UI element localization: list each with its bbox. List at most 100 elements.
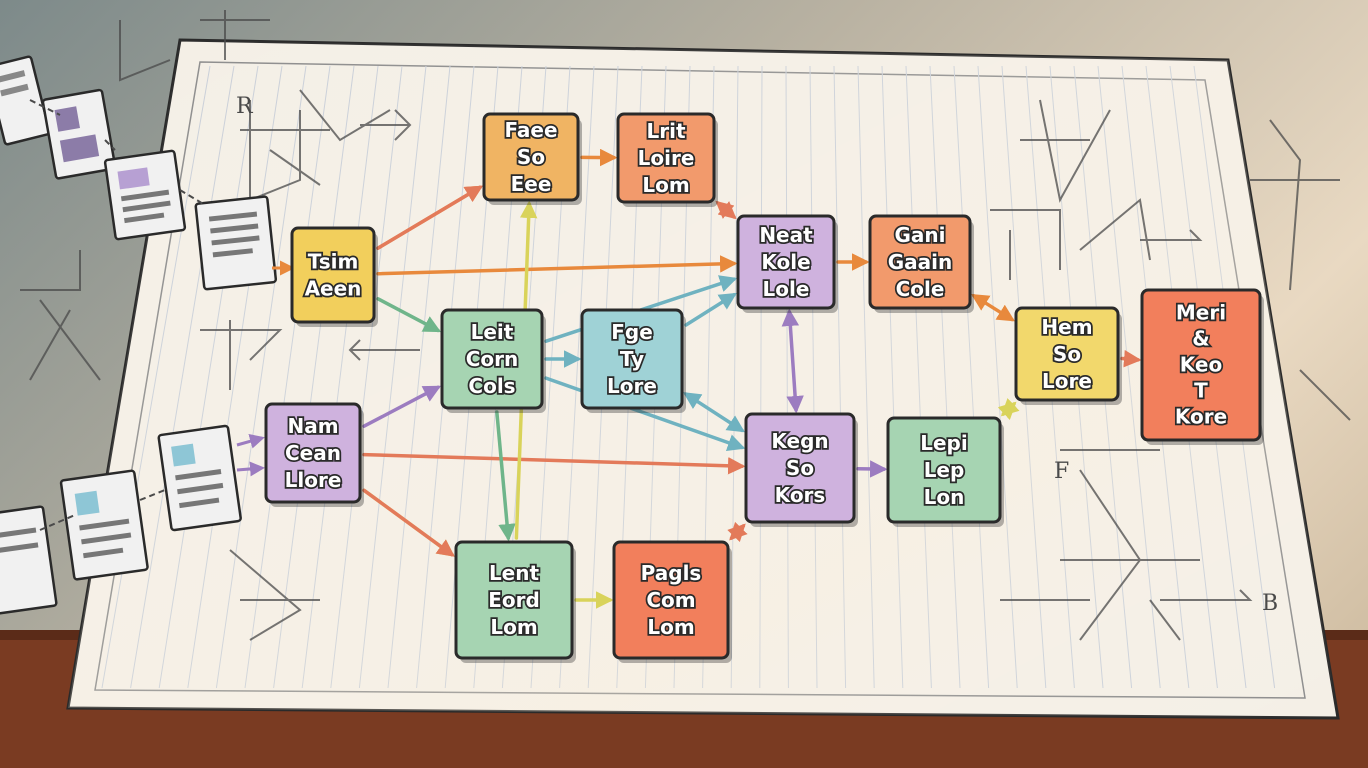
edge-n10-n11 [362,452,746,475]
node-label-line: Lrit [646,119,685,143]
document-flow-arrows [29,99,206,531]
node-label-line: Corn [466,347,519,371]
edge-n3-n11 [781,308,804,414]
node-label-line: Lep [924,458,965,482]
node-label-line: Kegn [771,429,828,453]
edges [362,148,1142,609]
node-label-line: Faee [504,118,557,142]
node-label-line: & [1192,327,1209,351]
node-label-line: Fge [611,320,653,344]
node-label-line: Kors [775,483,826,507]
node-label-line: T [1194,379,1208,403]
document-stack-top [0,55,278,291]
node-box [454,540,574,660]
node-label-line: Neat [759,223,813,247]
edge-n8-n9 [1120,349,1142,368]
node-label-line: Hem [1041,315,1092,339]
node-box [290,226,376,324]
node-label-line: Lon [924,485,965,509]
node-label-line: Gaain [888,250,953,274]
node-label-line: Lom [642,173,689,197]
node-label-line: Keo [1180,353,1222,377]
node-label-line: Lole [763,277,810,301]
node-label-line: Lore [607,374,657,398]
node-box [736,214,836,310]
node-label-line: Lent [489,561,540,585]
document-to-node-arrows [236,260,295,477]
document-icon [0,505,58,615]
nodes: FaeeSoEeeLritLoireLomNeatKoleLoleGaniGaa… [264,112,1264,663]
node-label-line: Lom [490,615,537,639]
edge-n5-n3 [376,255,738,276]
node-label-line: Eord [488,588,540,612]
node-label-line: Cole [896,277,945,301]
node-label-line: Llore [285,468,342,492]
edge-n12-n8 [997,398,1020,420]
node-label-line: Tsim [308,249,359,273]
node-label-line: Kore [1175,405,1227,429]
node-label-line: Ty [620,347,644,371]
node-box [1140,288,1262,442]
node-box [482,112,580,202]
edge-n5-n6 [376,297,442,333]
document-stack-bottom [0,424,242,615]
edge-n6-n13 [495,410,516,542]
node-label-line: Aeen [305,276,362,300]
node-label-line: Nam [287,414,338,438]
edge-n10-n6 [362,385,442,428]
node-label-line: Lore [1042,369,1092,393]
node-label-line: Pagls [641,561,702,585]
node-box [886,416,1002,524]
node-label-line: Kole [761,250,810,274]
node-box [616,112,716,204]
node-label-line: Lepi [920,431,967,455]
node-label-line: Meri [1176,301,1226,325]
node-label-line: Eee [511,172,552,196]
edge-n2-n3 [715,200,737,220]
node-label-line: So [517,145,545,169]
edge-n4-n8 [971,293,1015,322]
edge-n7-n3 [684,292,737,327]
node-label-line: Lom [647,615,694,639]
node-box [264,402,362,504]
node-label-line: Leit [471,320,514,344]
node-box [440,308,544,410]
edge-n11-n14 [727,521,748,543]
node-box [1014,306,1120,402]
edge-n7-n11 [683,392,745,433]
node-box [612,540,730,660]
node-box [868,214,972,310]
sketch-letter-f: F [1054,459,1069,484]
edge-n10-n13 [362,488,455,557]
sketch-letter-b: B [1262,591,1278,616]
node-label-line: Loire [638,146,695,170]
node-box [744,412,856,524]
node-label-line: Gani [894,223,945,247]
node-label-line: So [786,456,814,480]
node-box [580,308,684,410]
node-label-line: Cols [468,374,515,398]
edge-n6-n11 [544,376,746,452]
node-label-line: Com [646,588,695,612]
node-label-line: Cean [285,441,341,465]
sketch-letters: R F B [236,94,1278,616]
pencil-sketches [20,10,1351,641]
sketch-letter-r: R [236,94,254,119]
document-icon [157,424,242,532]
node-label-line: So [1053,342,1081,366]
